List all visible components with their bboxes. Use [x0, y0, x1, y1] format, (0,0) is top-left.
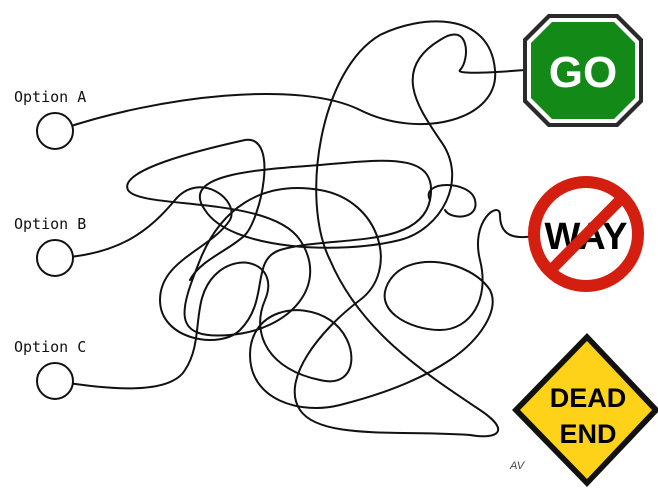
- option-c-label: Option C: [14, 338, 87, 356]
- option-a-circle[interactable]: [36, 112, 74, 150]
- go-sign-text: GO: [549, 48, 617, 97]
- dead-end-line2: END: [559, 419, 616, 449]
- dead-end-line1: DEAD: [550, 383, 627, 413]
- tangle-path-b: [55, 33, 526, 341]
- option-b-circle[interactable]: [36, 239, 74, 277]
- dead-end-sign: DEAD END: [512, 333, 658, 487]
- go-sign: GO: [523, 14, 643, 127]
- tangle-path-c: [55, 209, 536, 409]
- tangle-path-a: [55, 20, 500, 438]
- tangle-loop: [427, 184, 477, 218]
- artist-signature: AV: [509, 460, 526, 472]
- no-way-sign: WAY: [528, 176, 644, 292]
- option-c-circle[interactable]: [36, 362, 74, 400]
- option-b-label: Option B: [14, 215, 87, 233]
- option-a-label: Option A: [14, 88, 87, 106]
